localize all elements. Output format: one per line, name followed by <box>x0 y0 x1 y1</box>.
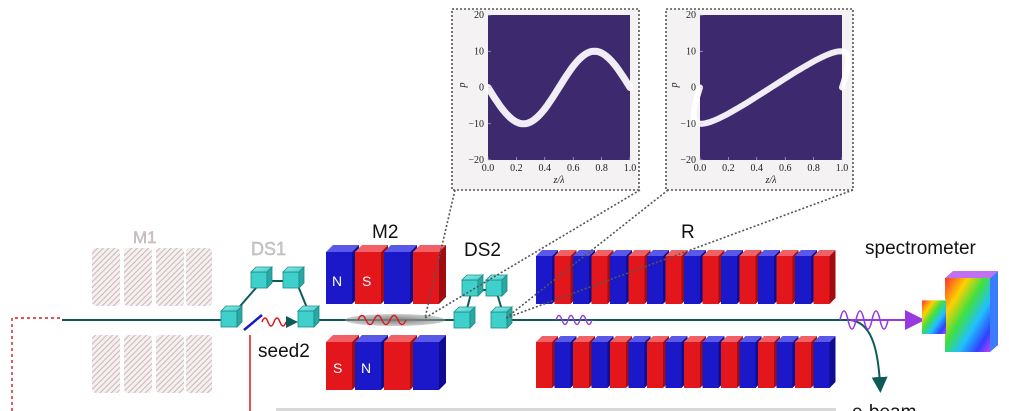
phase-space-plot-1: 0.0 0.2 0.4 0.6 0.8 1.0 20 10 0 −10 −20 p z/λ <box>451 8 640 191</box>
x-tick-label: 1.0 <box>624 163 637 174</box>
pole-label-n: N <box>361 360 371 376</box>
magnet-block <box>413 335 446 390</box>
magnet-block <box>326 335 359 390</box>
x-tick-label: 0.4 <box>751 163 764 174</box>
x-tick-label: 0.4 <box>539 163 552 174</box>
ds1-label: DS1 <box>251 239 286 259</box>
chicane-magnet <box>220 305 243 328</box>
phase-space-curve <box>690 48 852 127</box>
magnet-block <box>355 245 388 304</box>
pole-label-s: S <box>362 273 371 289</box>
y-tick-label: 20 <box>686 10 696 21</box>
pole-label-n: N <box>332 273 342 289</box>
electron-bunch <box>345 314 445 326</box>
seed2-laser <box>243 314 298 411</box>
x-tick-label: 0.8 <box>807 163 820 174</box>
seed2-label: seed2 <box>258 341 310 362</box>
chicane-magnet <box>490 306 513 329</box>
r-label: R <box>681 222 695 243</box>
phase-space-plot-2: 0.0 0.2 0.4 0.6 0.8 1.0 20 10 0 −10 −20 p z/λ <box>665 8 854 191</box>
y-tick-label: −10 <box>680 119 696 130</box>
chicane-magnet <box>282 266 305 289</box>
radiator-bottom-array <box>536 336 836 388</box>
y-tick-label: −20 <box>680 155 696 166</box>
y-tick-label: 0 <box>691 83 696 94</box>
magnet-block <box>813 250 836 304</box>
harmonic-wave <box>555 314 593 326</box>
ds2-label: DS2 <box>464 240 501 261</box>
m1-modulator-ghost <box>92 248 212 393</box>
pole-label-s: S <box>333 360 342 376</box>
m1-label: M1 <box>133 228 157 247</box>
x-tick-label: 0.2 <box>722 163 735 174</box>
seed1-laser-path <box>11 317 62 411</box>
magnet-block <box>813 336 836 388</box>
chicane-magnet <box>485 274 508 297</box>
chicane-magnet <box>461 274 484 297</box>
y-tick-label: −20 <box>468 155 484 166</box>
spectrometer-label: spectrometer <box>865 238 977 259</box>
y-tick-label: 10 <box>474 46 484 57</box>
x-tick-label: 0.0 <box>482 163 495 174</box>
chicane-magnet <box>297 305 320 328</box>
magnet-block <box>355 335 388 390</box>
x-tick-label: 0.2 <box>510 163 523 174</box>
zoom-callout-lines <box>424 189 854 319</box>
y-axis-label: p <box>457 83 468 89</box>
y-tick-label: 0 <box>479 83 484 94</box>
x-tick-label: 0.6 <box>567 163 580 174</box>
ebeam-label: e-beam <box>852 402 916 411</box>
phase-space-curve <box>484 47 634 128</box>
fel-output-radiation <box>839 310 925 330</box>
y-tick-label: 10 <box>686 46 696 57</box>
ds2-chicane <box>453 274 513 329</box>
y-tick-label: 20 <box>474 10 484 21</box>
magnet-block <box>326 245 359 304</box>
x-tick-label: 0.6 <box>779 163 792 174</box>
chicane-magnet <box>250 266 273 289</box>
m2-modulator-bottom: S N <box>326 335 446 390</box>
chicane-magnet <box>453 306 476 329</box>
x-tick-label: 1.0 <box>836 163 849 174</box>
spectrometer-icon <box>922 271 998 352</box>
x-tick-label: 0.0 <box>694 163 707 174</box>
radiator-top-array <box>536 250 836 304</box>
y-axis-label: p <box>669 83 680 89</box>
y-tick-label: −10 <box>468 119 484 130</box>
bottom-divider <box>276 408 836 411</box>
ds1-chicane <box>220 266 320 328</box>
m2-modulator-top: N S <box>326 245 446 304</box>
m2-label: M2 <box>372 222 398 243</box>
x-tick-label: 0.8 <box>595 163 608 174</box>
x-axis-label: z/λ <box>764 175 777 186</box>
magnet-block <box>413 245 446 304</box>
magnet-block <box>384 335 417 390</box>
modulation-wave <box>357 314 407 326</box>
magnet-block <box>384 245 417 304</box>
x-axis-label: z/λ <box>552 175 565 186</box>
